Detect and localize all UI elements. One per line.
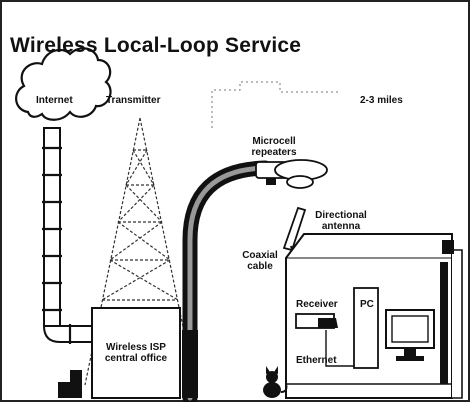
signal-lines xyxy=(211,81,340,128)
pipe-icon xyxy=(42,127,93,344)
cloud-icon xyxy=(15,47,112,121)
pc-label: PC xyxy=(360,299,374,310)
internet-label: Internet xyxy=(36,95,73,106)
microcell-label: Microcell repeaters xyxy=(246,136,302,158)
diagram-title: Wireless Local-Loop Service xyxy=(10,34,302,57)
isp-building xyxy=(91,307,181,399)
coaxial-label-line2: cable xyxy=(247,261,273,272)
transmitter-label: Transmitter xyxy=(106,95,161,106)
receiver-device xyxy=(295,313,338,329)
microcell-label-line1: Microcell xyxy=(252,136,296,147)
coaxial-cable-label: Coaxial cable xyxy=(238,250,282,272)
building-steps xyxy=(58,370,82,398)
directional-label-line1: Directional xyxy=(315,210,367,221)
receiver-label: Receiver xyxy=(296,299,338,310)
cat-icon xyxy=(263,366,288,398)
distance-label: 2-3 miles xyxy=(360,95,403,106)
ethernet-cable xyxy=(325,330,354,367)
pc-tower xyxy=(353,287,379,369)
coaxial-label-line1: Coaxial xyxy=(242,250,278,261)
streetlight-icon xyxy=(182,159,328,402)
microcell-label-line2: repeaters xyxy=(251,147,297,158)
isp-label-line2: central office xyxy=(104,353,168,364)
ethernet-label: Ethernet xyxy=(296,355,337,366)
isp-central-office-label: Wireless ISP central office xyxy=(96,342,176,364)
directional-antenna-label: Directional antenna xyxy=(310,210,372,232)
isp-label-line1: Wireless ISP xyxy=(106,342,166,353)
monitor-icon xyxy=(385,309,435,361)
directional-label-line2: antenna xyxy=(321,221,361,232)
